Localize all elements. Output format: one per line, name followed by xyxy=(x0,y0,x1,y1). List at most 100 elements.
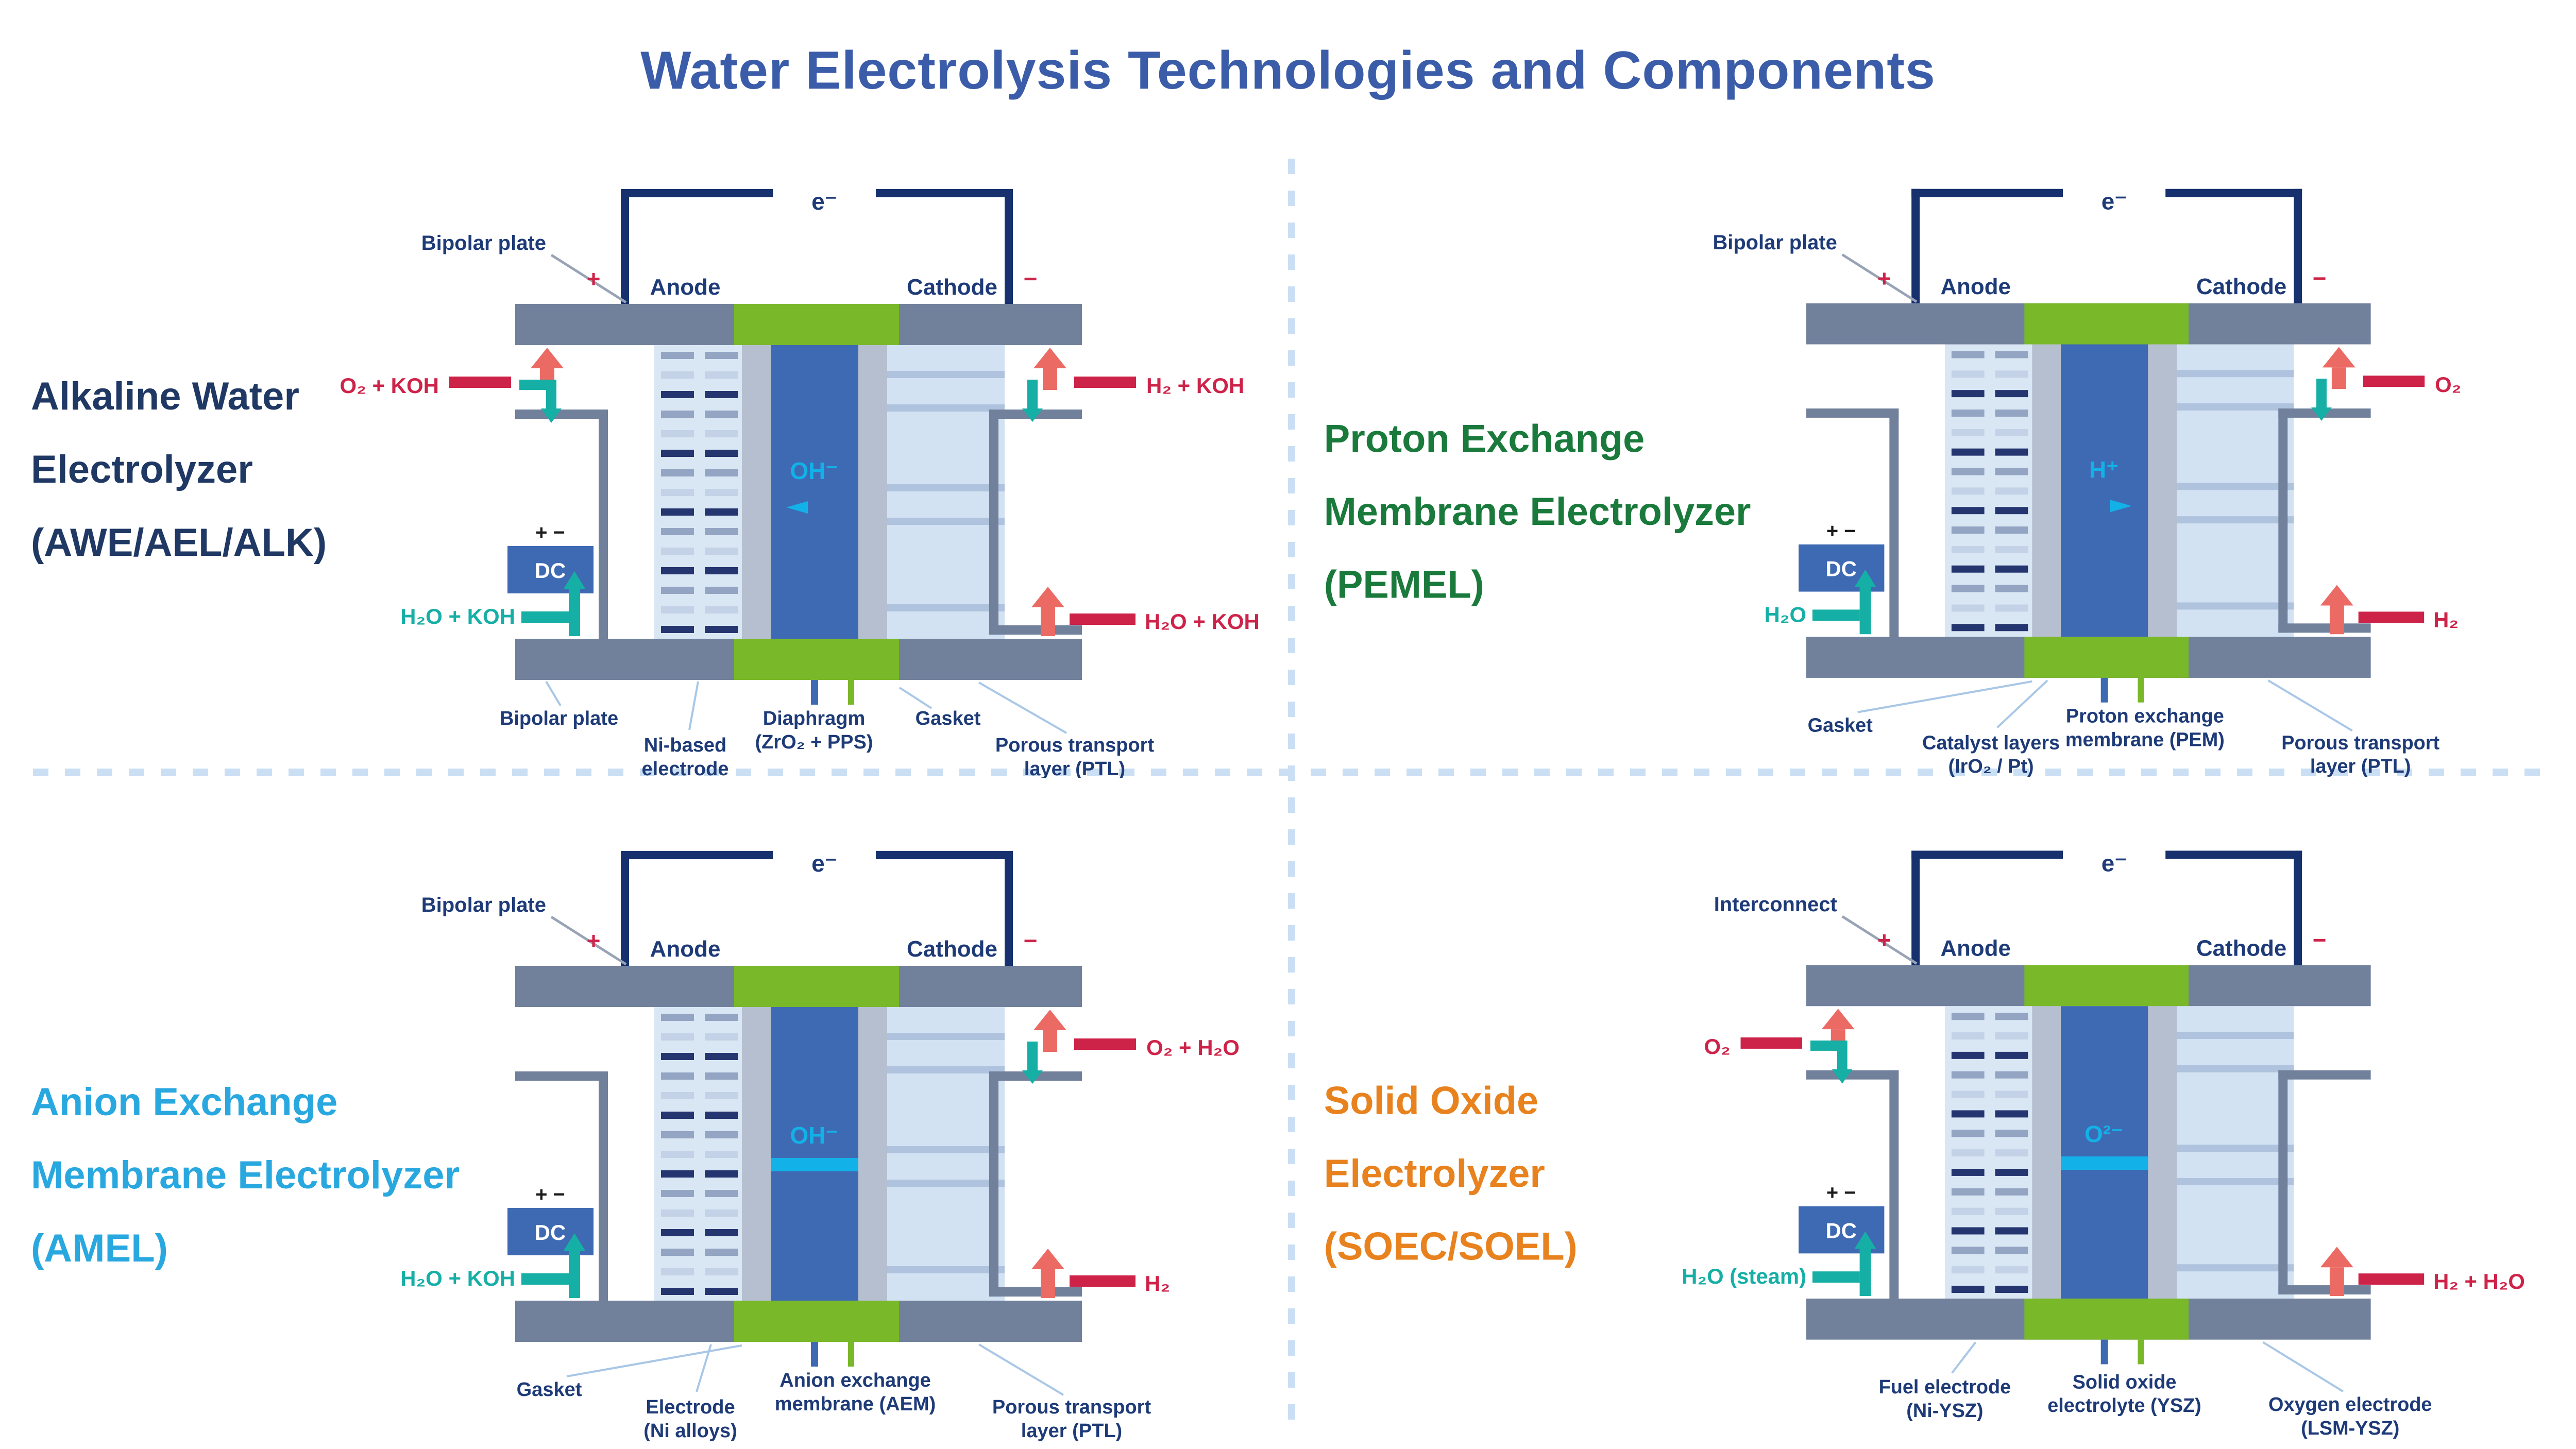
component-label: Gasket xyxy=(1808,714,1873,736)
hydrogen-out-label: H₂ xyxy=(1145,1271,1170,1295)
interconnect-label: Interconnect xyxy=(1714,893,1837,916)
steam-in-label: H₂O (steam) xyxy=(1682,1264,1806,1288)
component-label: Porous transport xyxy=(995,735,1155,756)
component-label: Gasket xyxy=(517,1379,582,1401)
catalyst-strip-right xyxy=(2148,344,2177,637)
bipolar-plate-label: Bipolar plate xyxy=(421,232,546,254)
component-label: (ZrO₂ + PPS) xyxy=(755,731,873,753)
cell-frame xyxy=(2278,1070,2288,1295)
cathode-ptl-layer xyxy=(887,345,1005,639)
electron-label: e⁻ xyxy=(2102,850,2127,876)
bottom-gasket xyxy=(734,639,899,680)
flow-arrow xyxy=(1837,1040,1848,1069)
electrolyte-active-stripe xyxy=(2061,1156,2148,1170)
oxygen-electrode-layer xyxy=(2177,1006,2294,1299)
hydrogen-out-label: H₂ + H₂O xyxy=(2433,1269,2525,1293)
steam-in-arrow xyxy=(1859,1249,1871,1296)
electrolyte-layer xyxy=(2061,1006,2148,1299)
flow-arrow xyxy=(1832,1069,1853,1084)
gas-out-arrow xyxy=(2320,585,2353,606)
cell-frame xyxy=(2278,623,2371,633)
quadrant-title: Electrolyzer xyxy=(1324,1152,1545,1196)
catalyst-strip-left xyxy=(742,1007,771,1301)
cell-frame xyxy=(2278,1070,2371,1080)
quadrant-title: (SOEC/SOEL) xyxy=(1324,1224,1578,1268)
circuit-wire xyxy=(1911,189,1920,303)
cell-frame xyxy=(989,1071,998,1297)
membrane-layer xyxy=(2061,344,2148,637)
component-label: Bipolar plate xyxy=(500,708,618,729)
gas-out-line xyxy=(2358,611,2425,623)
component-label: (Ni-YSZ) xyxy=(1906,1400,1983,1422)
gas-out-line xyxy=(1070,1275,1136,1287)
dc-label: DC xyxy=(1826,1218,1857,1242)
circuit-wire xyxy=(1911,850,1920,965)
circuit-wire xyxy=(1005,189,1013,304)
bipolar-plate-label: Bipolar plate xyxy=(421,894,546,916)
quadrant-title: Membrane Electrolyzer xyxy=(31,1153,460,1197)
electrolyte-flow-arrow xyxy=(519,380,546,390)
gas-out-arrow xyxy=(2320,1247,2353,1268)
top-gasket xyxy=(2024,303,2189,345)
steam-in-arrow xyxy=(1854,1231,1876,1249)
oxygen-out-label: O₂ xyxy=(2435,372,2461,397)
page-title: Water Electrolysis Technologies and Comp… xyxy=(640,41,1936,100)
ptl-stripe xyxy=(887,1033,1005,1040)
gas-out-line xyxy=(1740,1037,1803,1049)
sealing-callout-stub xyxy=(2138,1339,2144,1365)
ion-direction-arrow xyxy=(786,501,808,514)
component-label: electrode xyxy=(642,758,729,778)
membrane-callout-stub xyxy=(2100,677,2108,703)
ptl-stripe xyxy=(887,518,1005,525)
gas-out-line xyxy=(2358,1273,2425,1285)
anode-label: Anode xyxy=(650,936,721,962)
component-label: layer (PTL) xyxy=(1024,758,1125,778)
leader-line xyxy=(1841,915,1918,965)
quadrant-title: (PEMEL) xyxy=(1324,563,1484,607)
component-label: Porous transport xyxy=(2281,732,2439,754)
circuit-wire xyxy=(876,851,1013,859)
leader-line xyxy=(545,680,562,707)
electrolyte-flow-arrow xyxy=(1027,380,1038,408)
component-label: Diaphragm xyxy=(763,708,865,729)
minus-terminal: − xyxy=(1024,927,1038,954)
dc-polarity-label: + − xyxy=(1826,1182,1856,1204)
ptl-stripe xyxy=(887,1146,1005,1153)
component-label: Ni-based xyxy=(644,735,726,756)
electron-label: e⁻ xyxy=(811,850,837,877)
component-label: Gasket xyxy=(916,708,981,729)
electrode-stripe xyxy=(2177,1178,2294,1185)
ptl-stripe xyxy=(887,1180,1005,1187)
water-in-line xyxy=(1812,609,1860,621)
gas-out-arrow xyxy=(2329,605,2344,635)
ptl-stripe xyxy=(887,371,1005,378)
component-label: layer (PTL) xyxy=(2310,756,2411,777)
steam-in-line xyxy=(1812,1271,1860,1283)
quadrant-alkaline: Alkaline Water Electrolyzer (AWE/AEL/ALK… xyxy=(31,188,1260,778)
component-label: membrane (AEM) xyxy=(775,1393,936,1415)
cathode-label: Cathode xyxy=(907,936,997,962)
circuit-wire xyxy=(1911,189,2063,197)
leader-line xyxy=(2262,1341,2344,1392)
cell-frame xyxy=(989,1287,1082,1297)
plus-terminal: + xyxy=(587,927,601,954)
anode-label: Anode xyxy=(1941,936,2011,961)
cathode-label: Cathode xyxy=(2196,936,2286,961)
cathode-label: Cathode xyxy=(2196,274,2286,299)
component-label: Solid oxide xyxy=(2073,1371,2177,1393)
cell-frame xyxy=(2278,408,2288,633)
gas-out-line xyxy=(1074,1038,1136,1050)
cell-frame xyxy=(1806,408,1899,418)
water-in-label: H₂O xyxy=(1765,602,1806,626)
ion-label: OH⁻ xyxy=(790,457,838,484)
component-label: (IrO₂ / Pt) xyxy=(1948,756,2034,777)
anode-label: Anode xyxy=(650,275,721,300)
circuit-wire xyxy=(876,189,1013,197)
hydrogen-out-label: H₂ + KOH xyxy=(1146,373,1244,398)
electrolyte-callout-stub xyxy=(2100,1339,2108,1365)
circuit-wire xyxy=(621,851,773,859)
electrode-stripe xyxy=(2177,1264,2294,1272)
quadrant-title: (AWE/AEL/ALK) xyxy=(31,521,327,565)
quadrant-divider-vertical xyxy=(1288,159,1295,1436)
electrode-stripe xyxy=(2177,1065,2294,1072)
